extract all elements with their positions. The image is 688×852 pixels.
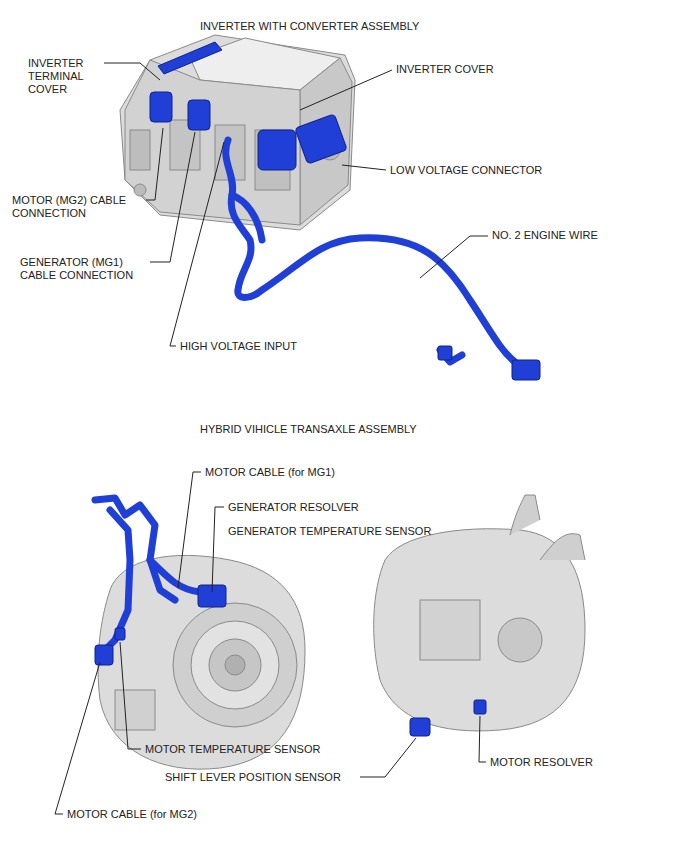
part-label: HIGH VOLTAGE INPUT xyxy=(180,340,297,353)
part-label: MOTOR TEMPERATURE SENSOR xyxy=(145,743,320,756)
section-heading: HYBRID VIHICLE TRANSAXLE ASSEMBLY xyxy=(200,423,417,436)
part-label: MOTOR (MG2) CABLE CONNECTION xyxy=(12,194,140,220)
part-label: NO. 2 ENGINE WIRE xyxy=(492,229,598,242)
part-label: SHIFT LEVER POSITION SENSOR xyxy=(165,771,341,784)
diagram-title: INVERTER WITH CONVERTER ASSEMBLY xyxy=(200,20,419,33)
part-label: GENERATOR (MG1) CABLE CONNECTION xyxy=(20,256,140,282)
wire-connector xyxy=(438,346,540,380)
part-label: INVERTER TERMINAL COVER xyxy=(28,57,100,96)
inverter-blue-parts xyxy=(150,42,347,170)
part-label: MOTOR CABLE (for MG1) xyxy=(205,466,335,479)
part-label: GENERATOR RESOLVER xyxy=(228,501,359,514)
part-label: MOTOR CABLE (for MG2) xyxy=(67,808,197,821)
part-label: LOW VOLTAGE CONNECTOR xyxy=(390,164,542,177)
part-label: GENERATOR TEMPERATURE SENSOR xyxy=(228,525,431,538)
transaxle-left-cables xyxy=(95,498,200,655)
transaxle-right-sensors xyxy=(410,700,486,736)
transaxle-left-sensors xyxy=(95,585,226,665)
part-label: MOTOR RESOLVER xyxy=(490,756,593,769)
part-label: INVERTER COVER xyxy=(396,63,494,76)
